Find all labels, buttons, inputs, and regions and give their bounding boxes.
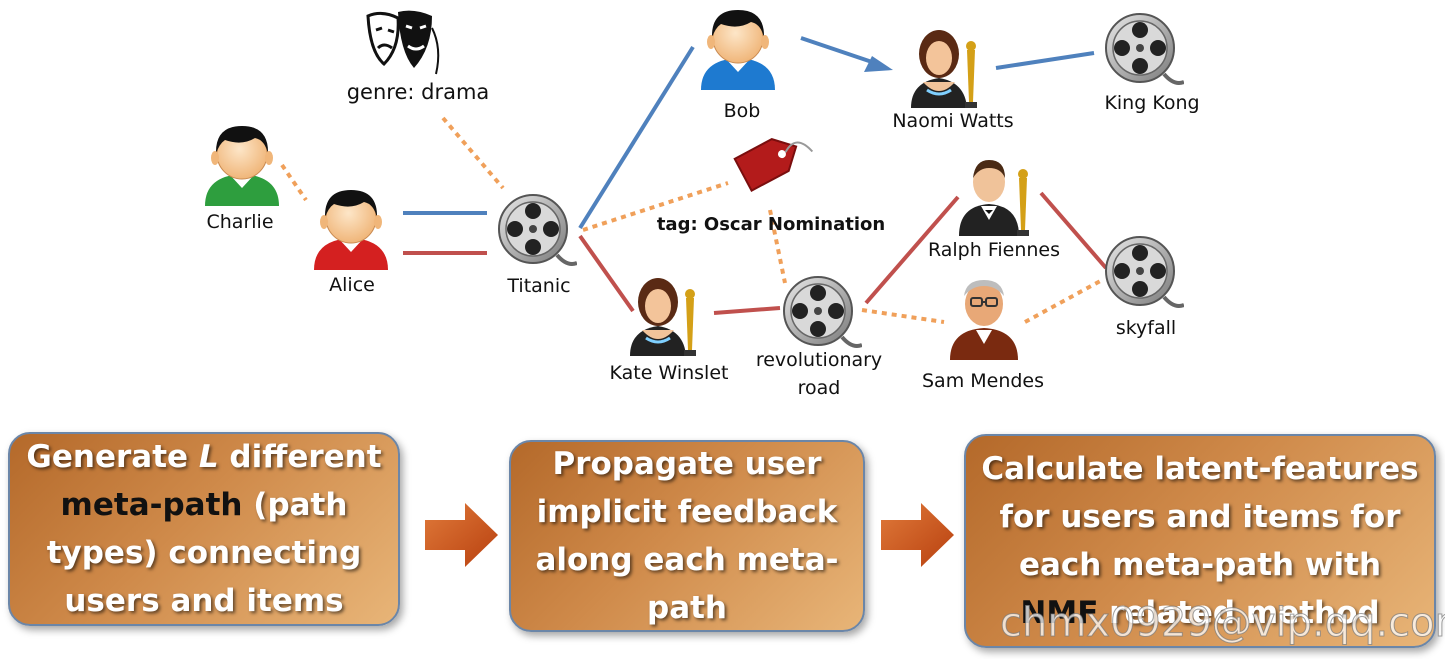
- sam-label: Sam Mendes: [921, 370, 1045, 392]
- kate-label: Kate Winslet: [609, 362, 729, 384]
- edge-genre-titanic: [441, 116, 505, 190]
- arrowhead-bob-naomi: [864, 56, 893, 72]
- edge-charlie-alice: [280, 163, 308, 202]
- step-3-post: related method: [1098, 595, 1380, 631]
- kingkong-label: King Kong: [1104, 92, 1200, 114]
- step-1-box: Generate L different meta-path (path typ…: [8, 432, 400, 626]
- edge-naomi-kingkong: [995, 51, 1095, 70]
- alice-label: Alice: [329, 274, 375, 296]
- titanic-label: Titanic: [507, 275, 571, 297]
- edge-titanic-kate: [578, 234, 635, 313]
- tag-label: tag: Oscar Nomination: [656, 214, 886, 235]
- bob-label: Bob: [723, 100, 761, 122]
- revroad-label-line2: road: [797, 377, 841, 399]
- edge-revroad-sam: [861, 308, 945, 324]
- revroad-label-line1: revolutionary: [755, 349, 883, 371]
- edge-tag-revroad: [768, 209, 787, 284]
- step-3-box: Calculate latent-features for users and …: [964, 434, 1436, 648]
- step-3-pre: Calculate latent-features for users and …: [981, 451, 1419, 583]
- watermark: chmx0929@vip.qq.com: [1000, 600, 1445, 647]
- flow-arrow-1: [425, 503, 498, 567]
- edge-revroad-ralph: [864, 195, 960, 305]
- drama-masks-icon: [366, 10, 440, 75]
- step-2-box: Propagate user implicit feedback along e…: [509, 440, 865, 632]
- step-1-italic: L: [198, 439, 219, 475]
- kingkong-film-reel-icon: [1104, 12, 1184, 85]
- step-1-text: Generate L different meta-path (path typ…: [24, 433, 384, 625]
- naomi-actress-icon: [909, 28, 979, 110]
- price-tag-icon: [733, 138, 814, 192]
- naomi-label: Naomi Watts: [892, 110, 1014, 132]
- edge-sam-skyfall: [1024, 277, 1105, 324]
- charlie-user-icon: [204, 125, 280, 207]
- kate-actress-icon: [628, 276, 698, 358]
- sam-director-icon: [949, 279, 1019, 361]
- step-1-post: (path types) connecting users and items: [46, 487, 362, 619]
- edge-bob-naomi: [800, 36, 873, 64]
- edge-titanic-bob: [578, 45, 695, 230]
- edge-layer: [280, 36, 1108, 324]
- step-1-mid: different: [218, 439, 382, 475]
- step-1-keyword: meta-path: [60, 487, 243, 523]
- flow-arrow-2: [881, 503, 954, 567]
- skyfall-label: skyfall: [1115, 317, 1177, 339]
- edge-ralph-skyfall: [1039, 191, 1108, 270]
- bob-user-icon: [700, 9, 776, 91]
- step-1-pre: Generate: [26, 439, 199, 475]
- genre-label: genre: drama: [346, 80, 490, 104]
- alice-user-icon: [313, 189, 389, 271]
- ralph-actor-icon: [959, 160, 1029, 236]
- ralph-label: Ralph Fiennes: [927, 239, 1061, 261]
- titanic-film-reel-icon: [497, 193, 577, 266]
- charlie-label: Charlie: [206, 211, 274, 233]
- edge-kate-revroad: [713, 306, 781, 315]
- step-2-text: Propagate user implicit feedback along e…: [535, 446, 839, 626]
- revroad-film-reel-icon: [782, 275, 862, 348]
- step-3-keyword: NMF: [1020, 595, 1099, 631]
- step-3-text: Calculate latent-features for users and …: [980, 445, 1420, 637]
- skyfall-film-reel-icon: [1104, 235, 1184, 308]
